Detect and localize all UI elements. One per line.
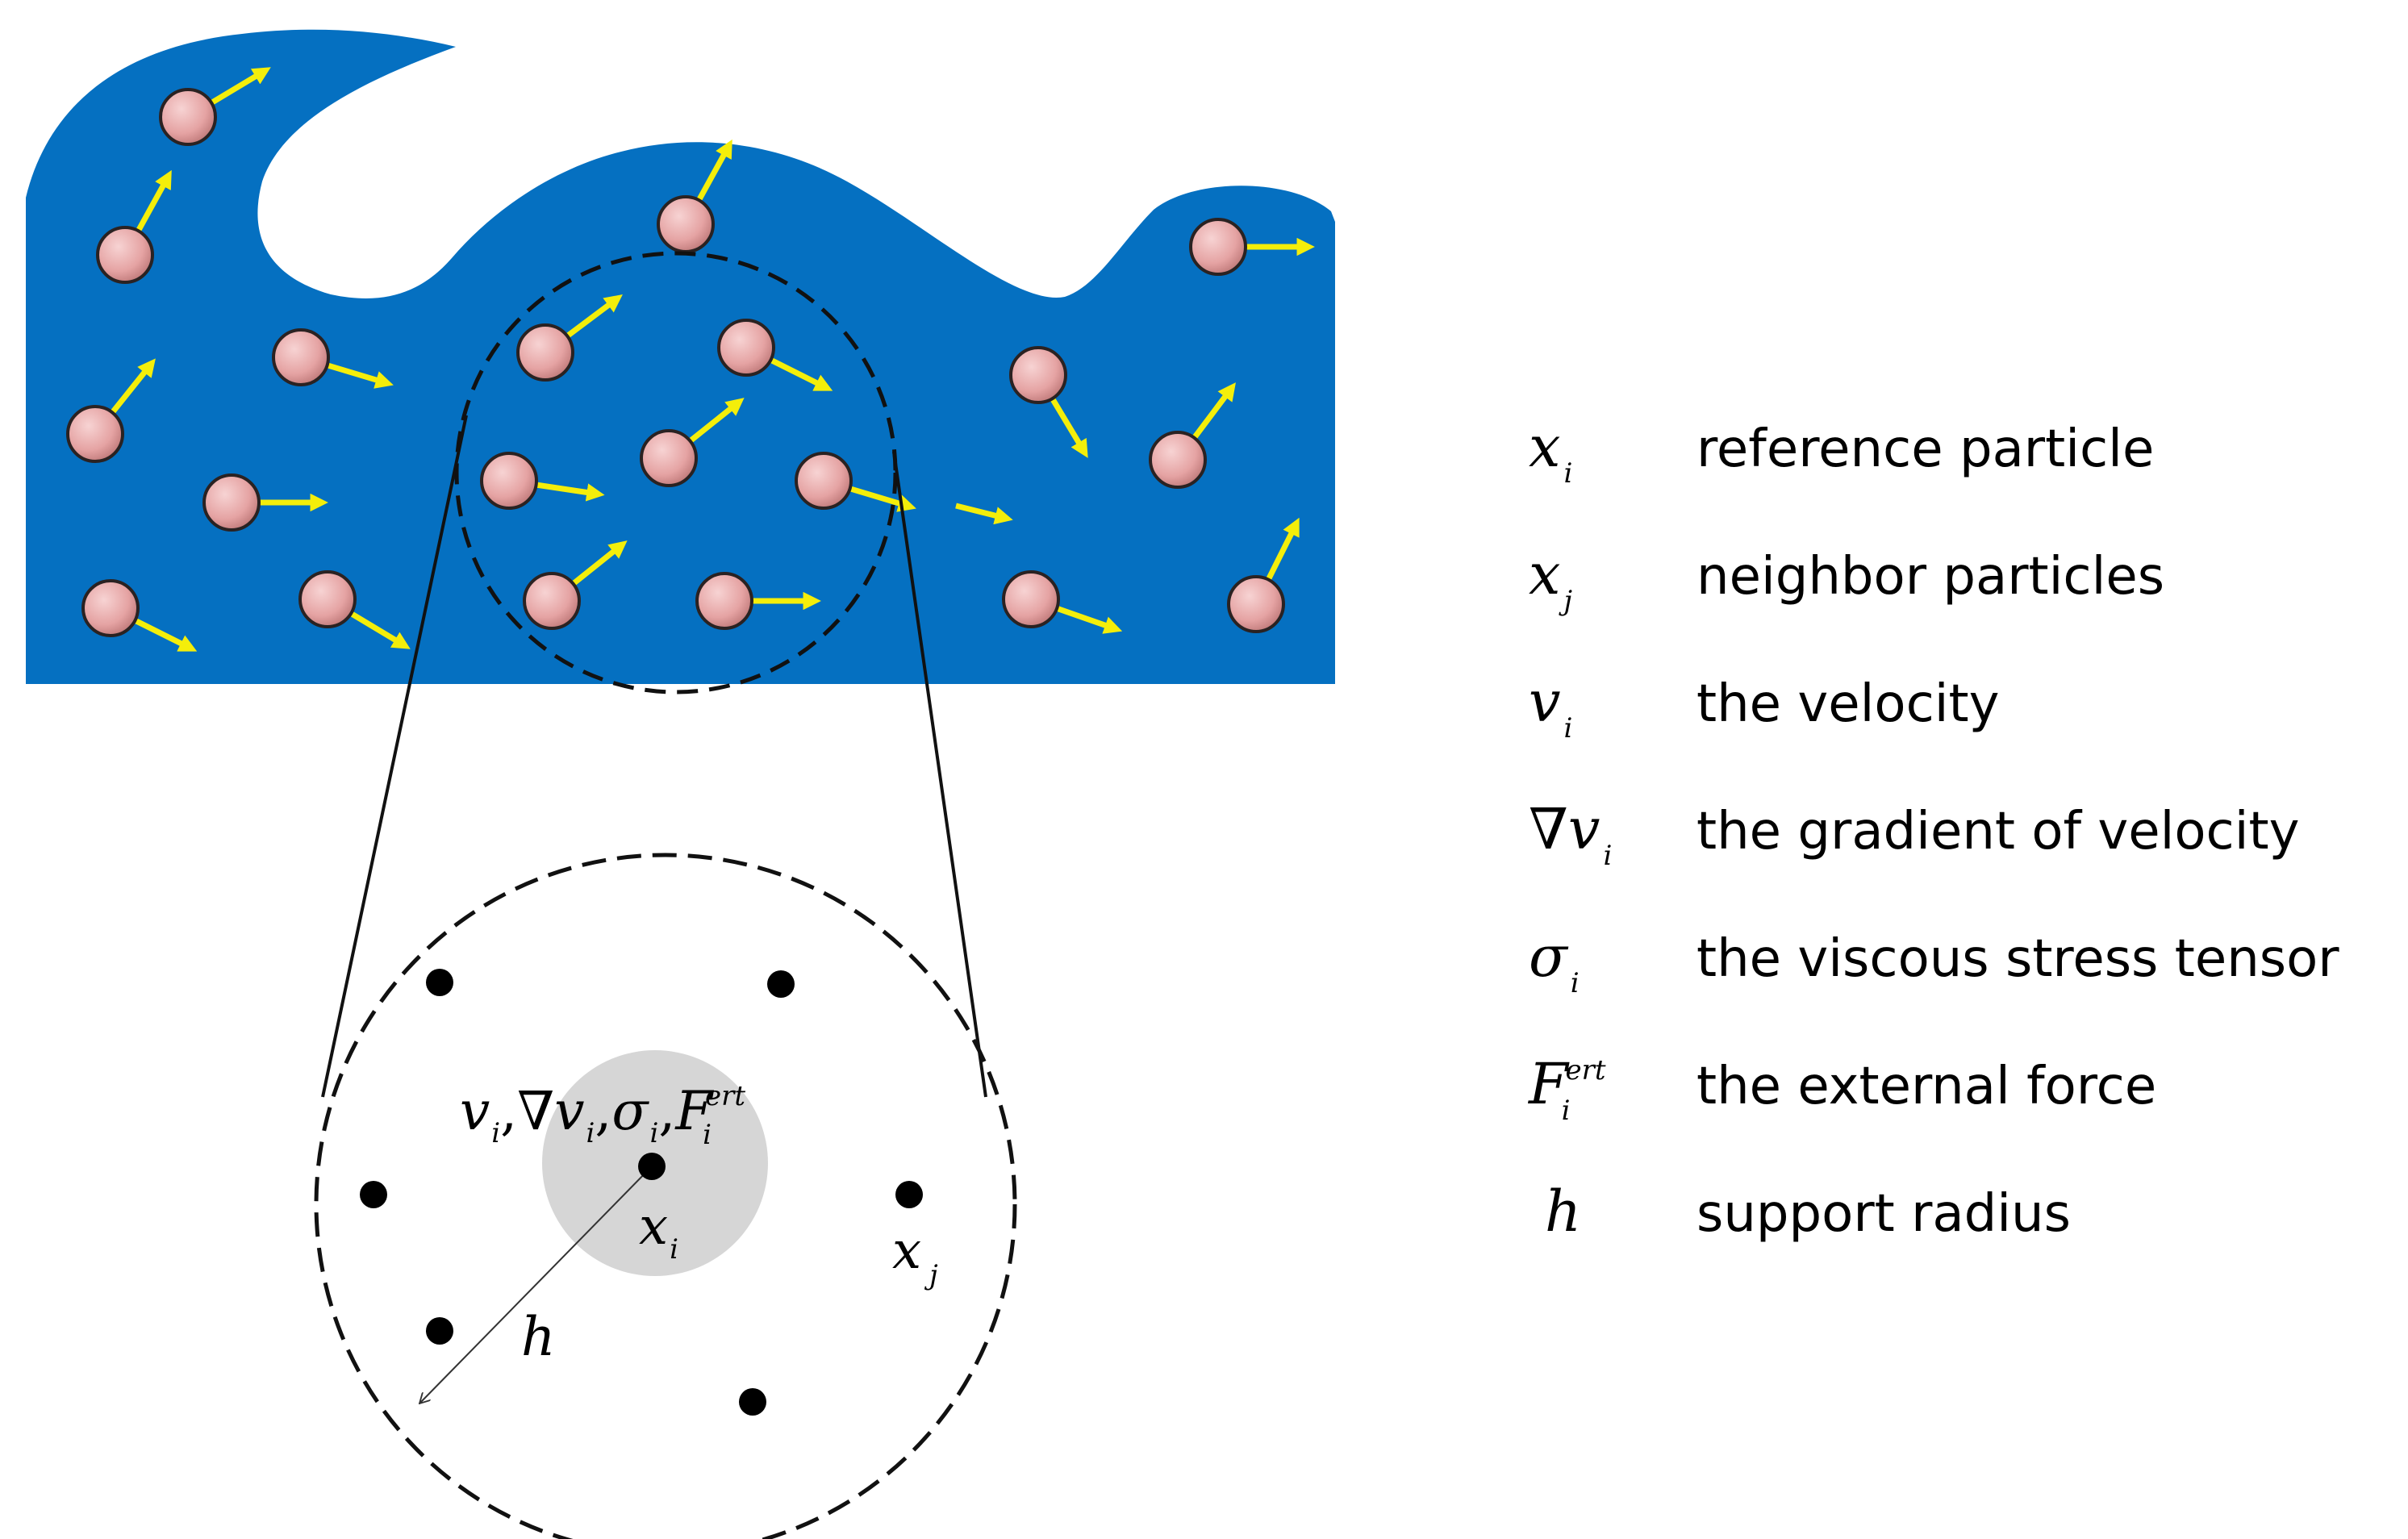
neighbor-particle-dot (426, 1317, 453, 1345)
velocity-arrow (109, 358, 156, 416)
velocity-arrow (534, 482, 605, 502)
zoom-connector-left (321, 415, 468, 1098)
particle-circle (480, 452, 538, 510)
velocity-arrow (348, 610, 411, 649)
support-radius-label: h (521, 1306, 556, 1368)
fluid-particle (516, 294, 623, 382)
legend-description: support radius (1696, 1184, 2071, 1244)
legend-description: the velocity (1696, 674, 2000, 734)
fluid-particle (202, 473, 328, 532)
particle-circle (516, 323, 574, 382)
velocity-arrow (1265, 517, 1300, 582)
velocity-arrow (564, 294, 623, 340)
fluid-particle (1189, 218, 1315, 276)
particle-circle (1149, 431, 1207, 489)
particle-circle (1009, 346, 1067, 404)
fluid-particle (96, 169, 172, 284)
neighbor-particle-dot (739, 1388, 766, 1416)
legend-description: the viscous stress tensor (1696, 929, 2339, 989)
fluid-particles (66, 67, 1315, 652)
particle-circle (695, 572, 753, 630)
legend-symbol: h (1545, 1178, 1581, 1245)
particle-circle (66, 405, 124, 463)
velocity-arrow (208, 67, 271, 106)
kernel-support-circle (314, 853, 1017, 1539)
fluid-particle (640, 398, 745, 487)
velocity-arrow (768, 357, 833, 391)
velocity-arrow (135, 169, 172, 234)
fluid-particle (81, 579, 198, 652)
fluid-particle (695, 572, 821, 630)
velocity-arrow (955, 503, 1013, 525)
velocity-arrow (1049, 395, 1088, 458)
fluid-particle (717, 319, 833, 391)
fluid-particle (1009, 346, 1088, 458)
fluid-particle (272, 328, 394, 389)
particle-circle (81, 579, 140, 637)
neighbor-particle-dot (426, 969, 453, 996)
velocity-arrow (1054, 605, 1123, 634)
particle-circle (202, 473, 261, 532)
fluid-particle (795, 452, 916, 512)
fluid-particle (1002, 570, 1123, 634)
reference-particle-label: xi (639, 1197, 678, 1266)
reference-particle-dot (638, 1153, 666, 1180)
particle-circle (159, 88, 217, 146)
fluid-body (26, 29, 1335, 685)
particle-circle (640, 429, 698, 487)
velocity-arrow (324, 361, 394, 389)
legend-row: h support radius (1545, 1178, 2071, 1245)
particle-circle (1189, 218, 1247, 276)
neighbor-particle-dot (895, 1181, 923, 1208)
support-radius-arrow (419, 1166, 653, 1403)
velocity-arrow (570, 540, 628, 587)
velocity-arrow (132, 617, 198, 652)
particle-circle (523, 572, 581, 630)
fluid-particle (159, 67, 271, 146)
zoom-connector-right (892, 451, 987, 1098)
legend-description: reference particle (1696, 419, 2154, 479)
fluid-particle (1227, 517, 1300, 633)
velocity-arrow (847, 485, 916, 512)
particle-circle (1227, 575, 1285, 633)
velocity-arrow (695, 139, 732, 203)
particle-circle (795, 452, 853, 510)
fluid-particle (523, 540, 628, 630)
legend-description: neighbor particles (1696, 547, 2164, 607)
velocity-arrow (1191, 382, 1236, 441)
fluid-particle (480, 452, 605, 510)
fluid-particle (1149, 382, 1236, 489)
legend-symbol: Fiert (1527, 1051, 1606, 1127)
neighbor-particle-dot (360, 1181, 387, 1208)
particle-circle (298, 570, 357, 628)
velocity-arrow (687, 398, 745, 444)
fluid-particle (66, 358, 156, 463)
neighbor-particle-dots (360, 969, 923, 1416)
particle-circle (657, 195, 715, 253)
particle-circle (1002, 570, 1060, 628)
legend-description: the gradient of velocity (1696, 802, 2299, 861)
particle-circle (272, 328, 330, 386)
particle-circle (717, 319, 775, 377)
particle-properties-label: vi,∇vi,σi,Fiert (460, 1080, 745, 1151)
legend-description: the external force (1696, 1057, 2156, 1116)
neighbor-particle-dot (767, 970, 795, 998)
particle-circle (96, 226, 154, 284)
fluid-particle (298, 570, 411, 649)
legend-row: Fiert the external force (1527, 1051, 2156, 1127)
